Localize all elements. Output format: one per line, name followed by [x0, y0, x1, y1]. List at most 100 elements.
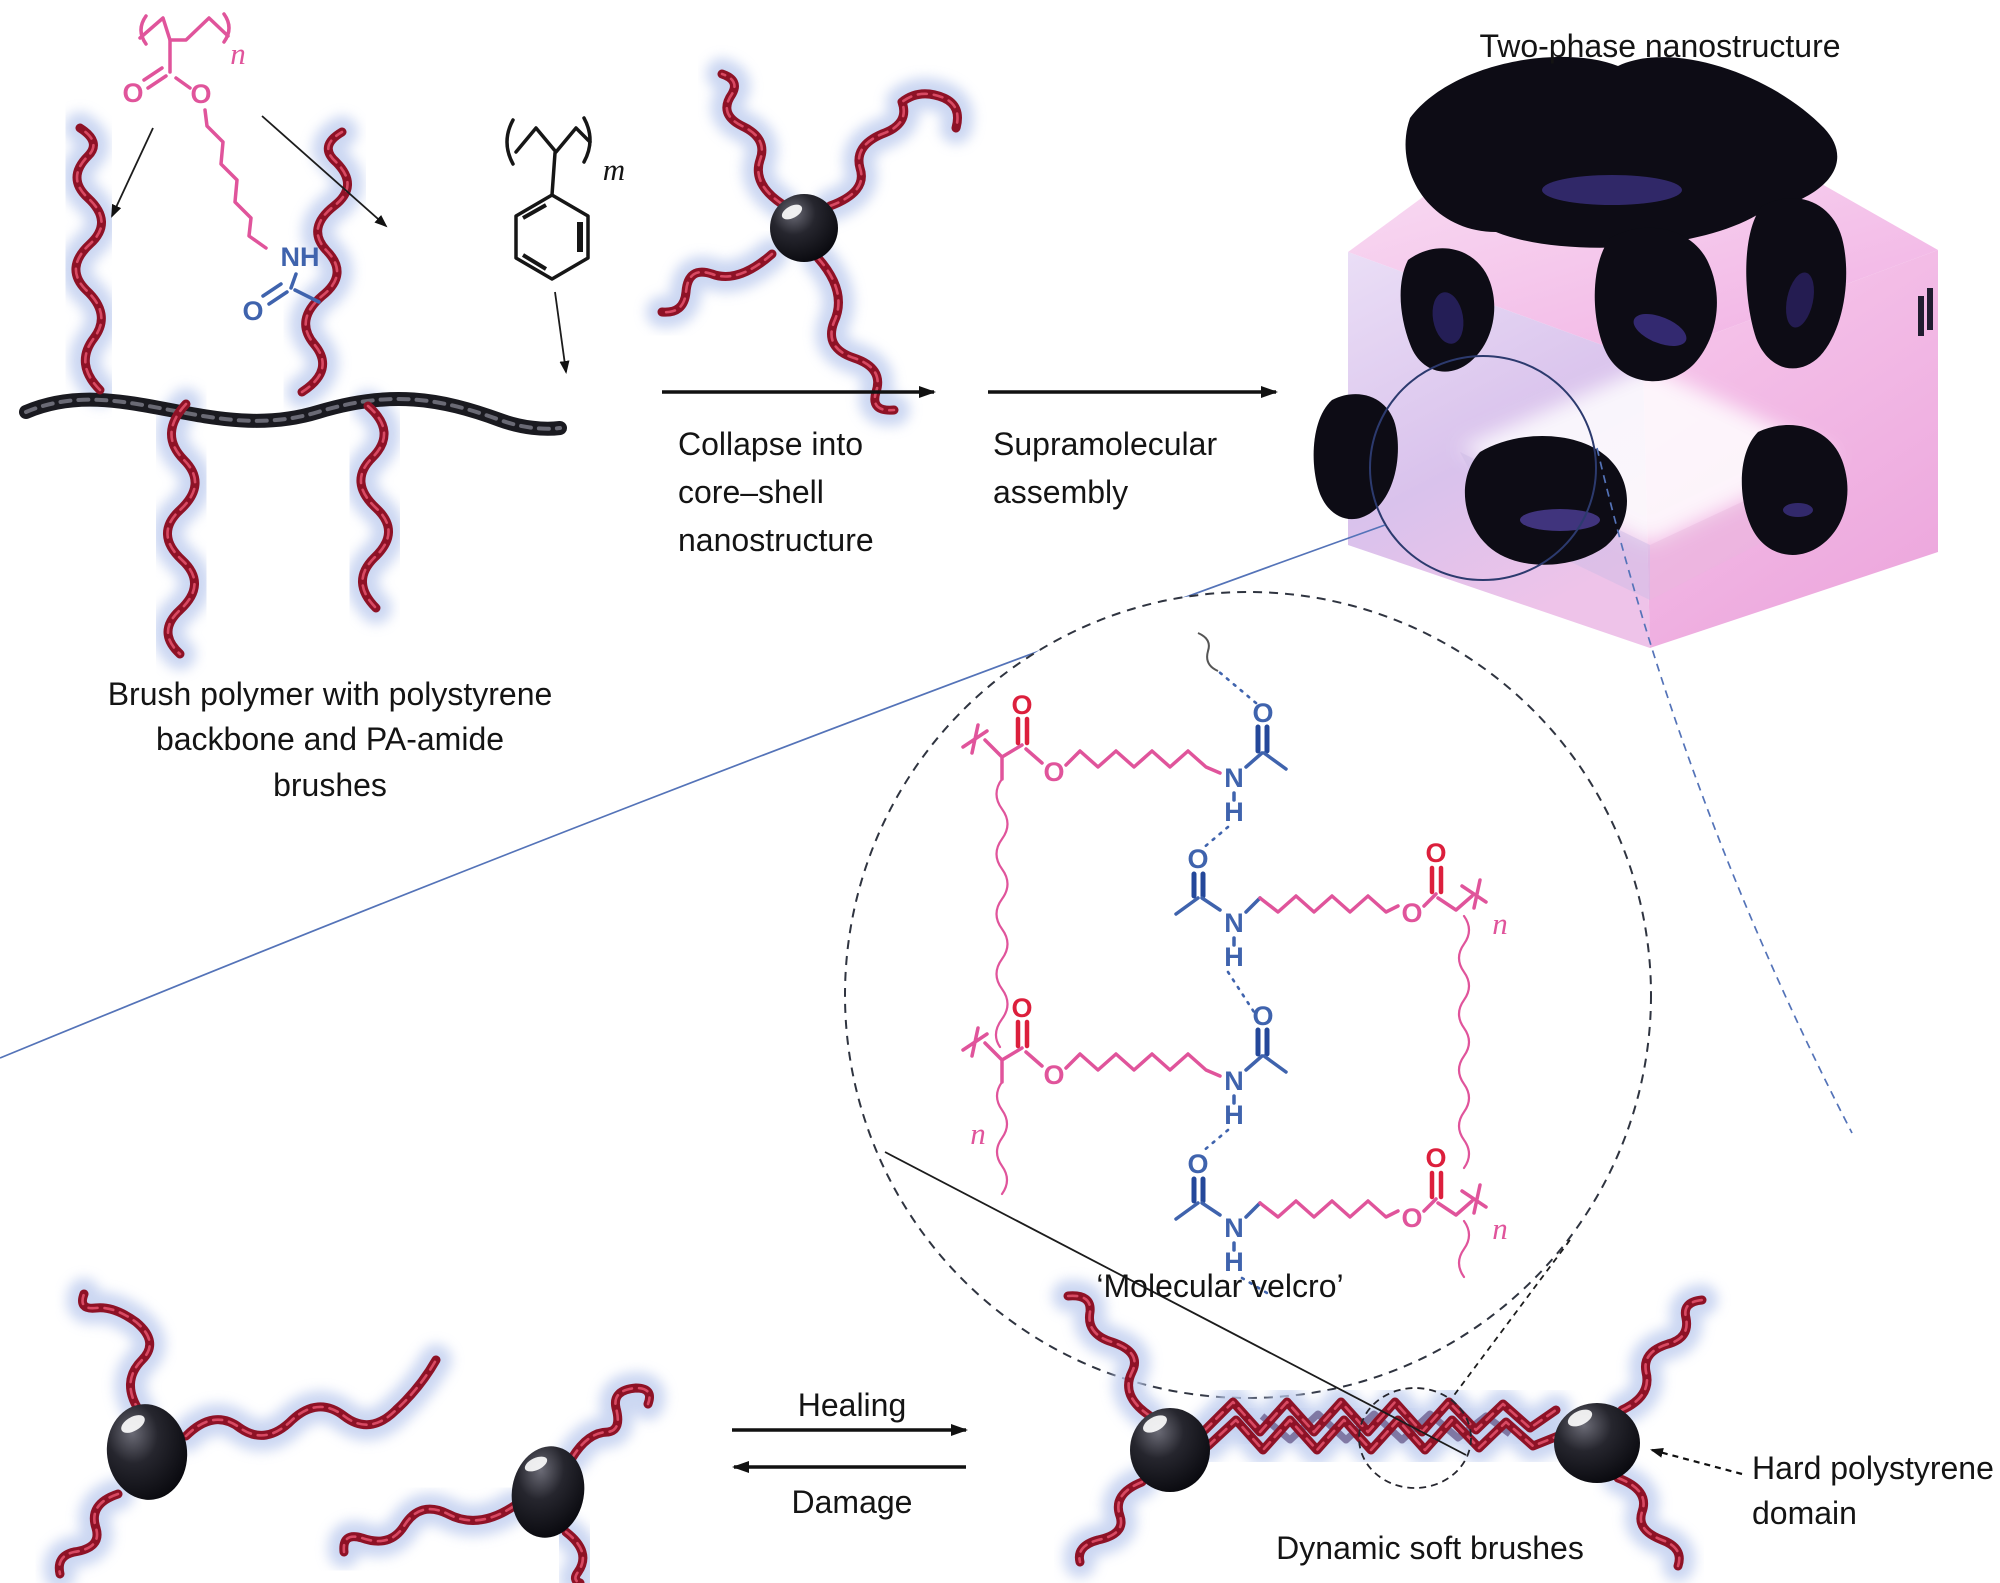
blob-sheen — [1432, 292, 1464, 344]
ps-domain-blob — [1313, 394, 1398, 520]
arm-glow — [59, 1494, 118, 1574]
methyl-bond — [1262, 1054, 1288, 1074]
velcro-callout-line — [884, 1151, 1467, 1456]
pointer-arrow — [261, 115, 388, 228]
amide-carbonyl — [1191, 871, 1206, 899]
methyl-bond — [1262, 751, 1288, 771]
bond — [1024, 747, 1044, 765]
ester-oxygen-label: O — [1043, 1060, 1064, 1090]
dynamic-soft-brushes-label: Dynamic soft brushes — [1276, 1530, 1584, 1566]
chain-cut-mark — [961, 1026, 989, 1058]
h-bond-dots — [1240, 1276, 1274, 1298]
hydrogen-label: H — [1224, 1100, 1244, 1130]
damage-label: Damage — [791, 1484, 913, 1520]
arm-glow — [1079, 1482, 1142, 1562]
sphere-specular — [1143, 1415, 1167, 1433]
velcro-chain-4: O N H O O n — [1174, 1143, 1508, 1298]
amide-carbonyl — [1255, 724, 1270, 754]
healing-damage-arrows — [732, 1424, 968, 1473]
methyl-bond — [293, 288, 321, 304]
benzene-ring — [514, 193, 590, 281]
sphere-specular — [524, 1456, 548, 1472]
blob-sheen — [1520, 509, 1600, 531]
nitrogen-label: N — [1224, 908, 1244, 938]
repeat-n-label: n — [230, 36, 246, 71]
oxygen-label: O — [1187, 844, 1208, 874]
ester-bond — [174, 76, 192, 90]
bond — [1024, 1050, 1044, 1068]
pa-amide-monomer-structure: n O O NH O — [122, 12, 321, 326]
oxygen-label: O — [1425, 838, 1446, 868]
ps-domain-blob — [1464, 435, 1627, 565]
oxygen-label: O — [1252, 1001, 1273, 1031]
ester-oxygen-label: O — [1043, 757, 1064, 787]
healing-label: Healing — [797, 1387, 907, 1423]
ester-carbonyl — [1015, 716, 1030, 746]
nitrogen-label: N — [1224, 1066, 1244, 1096]
ester-oxygen-label: O — [1401, 1203, 1422, 1233]
ring-double-bond — [521, 203, 548, 271]
brush-polymer-caption: Brush polymer with polystyrene backbone … — [107, 676, 553, 803]
hydrogen-label: H — [1224, 797, 1244, 827]
backbone-squiggle — [1457, 1219, 1471, 1279]
pentyl-chain — [203, 108, 268, 250]
vinyl-backbone — [138, 16, 230, 42]
ester-oxygen-label: O — [190, 79, 211, 109]
bond — [1244, 896, 1262, 914]
polystyrene-core-sphere — [770, 194, 838, 262]
ring-stem-bond — [550, 151, 557, 197]
cube-edge-marks — [1918, 288, 1933, 336]
blob-sheen — [1633, 314, 1687, 346]
brush-polymer-diagram — [26, 115, 570, 654]
ester-carbonyl — [1429, 1170, 1444, 1200]
oxygen-label: O — [1252, 698, 1273, 728]
damaged-micelles — [59, 1294, 649, 1583]
vinyl-cut — [1436, 878, 1488, 912]
molecular-velcro-inset: O O N H O O N H O — [844, 591, 1652, 1399]
core-shell-micelle — [662, 74, 958, 410]
ps-domain-blob — [1594, 227, 1717, 382]
repeat-m-label: m — [603, 152, 625, 187]
bond — [1244, 751, 1264, 769]
nitrogen-label: N — [1224, 1213, 1244, 1243]
bracket-right — [222, 12, 231, 44]
polystyrene-monomer-structure: m — [505, 116, 625, 281]
repeat-n-label: n — [1492, 1211, 1508, 1246]
pointer-arrow — [554, 291, 570, 374]
ester-carbonyl — [1429, 865, 1444, 895]
carbonyl-double-bond — [142, 66, 168, 90]
hydrogen-label: H — [1224, 1247, 1244, 1277]
velcro-chain-3: O O N H O n — [961, 993, 1288, 1196]
backbone-bond — [983, 738, 1024, 781]
backbone-bond — [983, 1041, 1024, 1084]
polystyrene-core-sphere — [1130, 1408, 1210, 1492]
h-bond-dots — [1200, 825, 1230, 851]
amide-carbonyl — [1255, 1027, 1270, 1057]
oxygen-label: O — [1011, 690, 1032, 720]
arm-glow — [830, 94, 958, 206]
assembly-arrow-label: Supramolecular assembly — [993, 426, 1218, 510]
repeat-n-label: n — [1492, 906, 1508, 941]
bond — [1244, 1201, 1262, 1219]
pointer-arrow — [111, 127, 154, 218]
oxygen-label: O — [122, 78, 143, 108]
hard-polystyrene-label: Hard polystyrene domain — [1752, 1450, 1994, 1532]
collapse-arrow-label: Collapse into core–shell nanostructure — [678, 426, 874, 558]
hard-domain-arrow — [1650, 1448, 1743, 1476]
velcro-chain-1: O O N H O — [961, 632, 1288, 851]
bracket-right — [582, 116, 592, 164]
h-bond-dots — [1226, 970, 1256, 1014]
pentyl-chain — [1258, 894, 1400, 914]
pentyl-chain — [1258, 1199, 1400, 1219]
bond — [1422, 892, 1438, 908]
bond — [1174, 896, 1222, 916]
velcro-location-circle — [1358, 1387, 1472, 1489]
blob-sheen — [1542, 175, 1682, 205]
two-phase-title: Two-phase nanostructure — [1479, 28, 1841, 64]
backbone-squiggle — [1457, 914, 1471, 1170]
molecular-velcro-label: ‘Molecular velcro’ — [1096, 1268, 1344, 1304]
backbone-squiggle-left — [994, 777, 1009, 1049]
sphere-specular — [1567, 1409, 1593, 1427]
oxygen-label: O — [1187, 1149, 1208, 1179]
two-phase-cube — [1313, 56, 1938, 648]
